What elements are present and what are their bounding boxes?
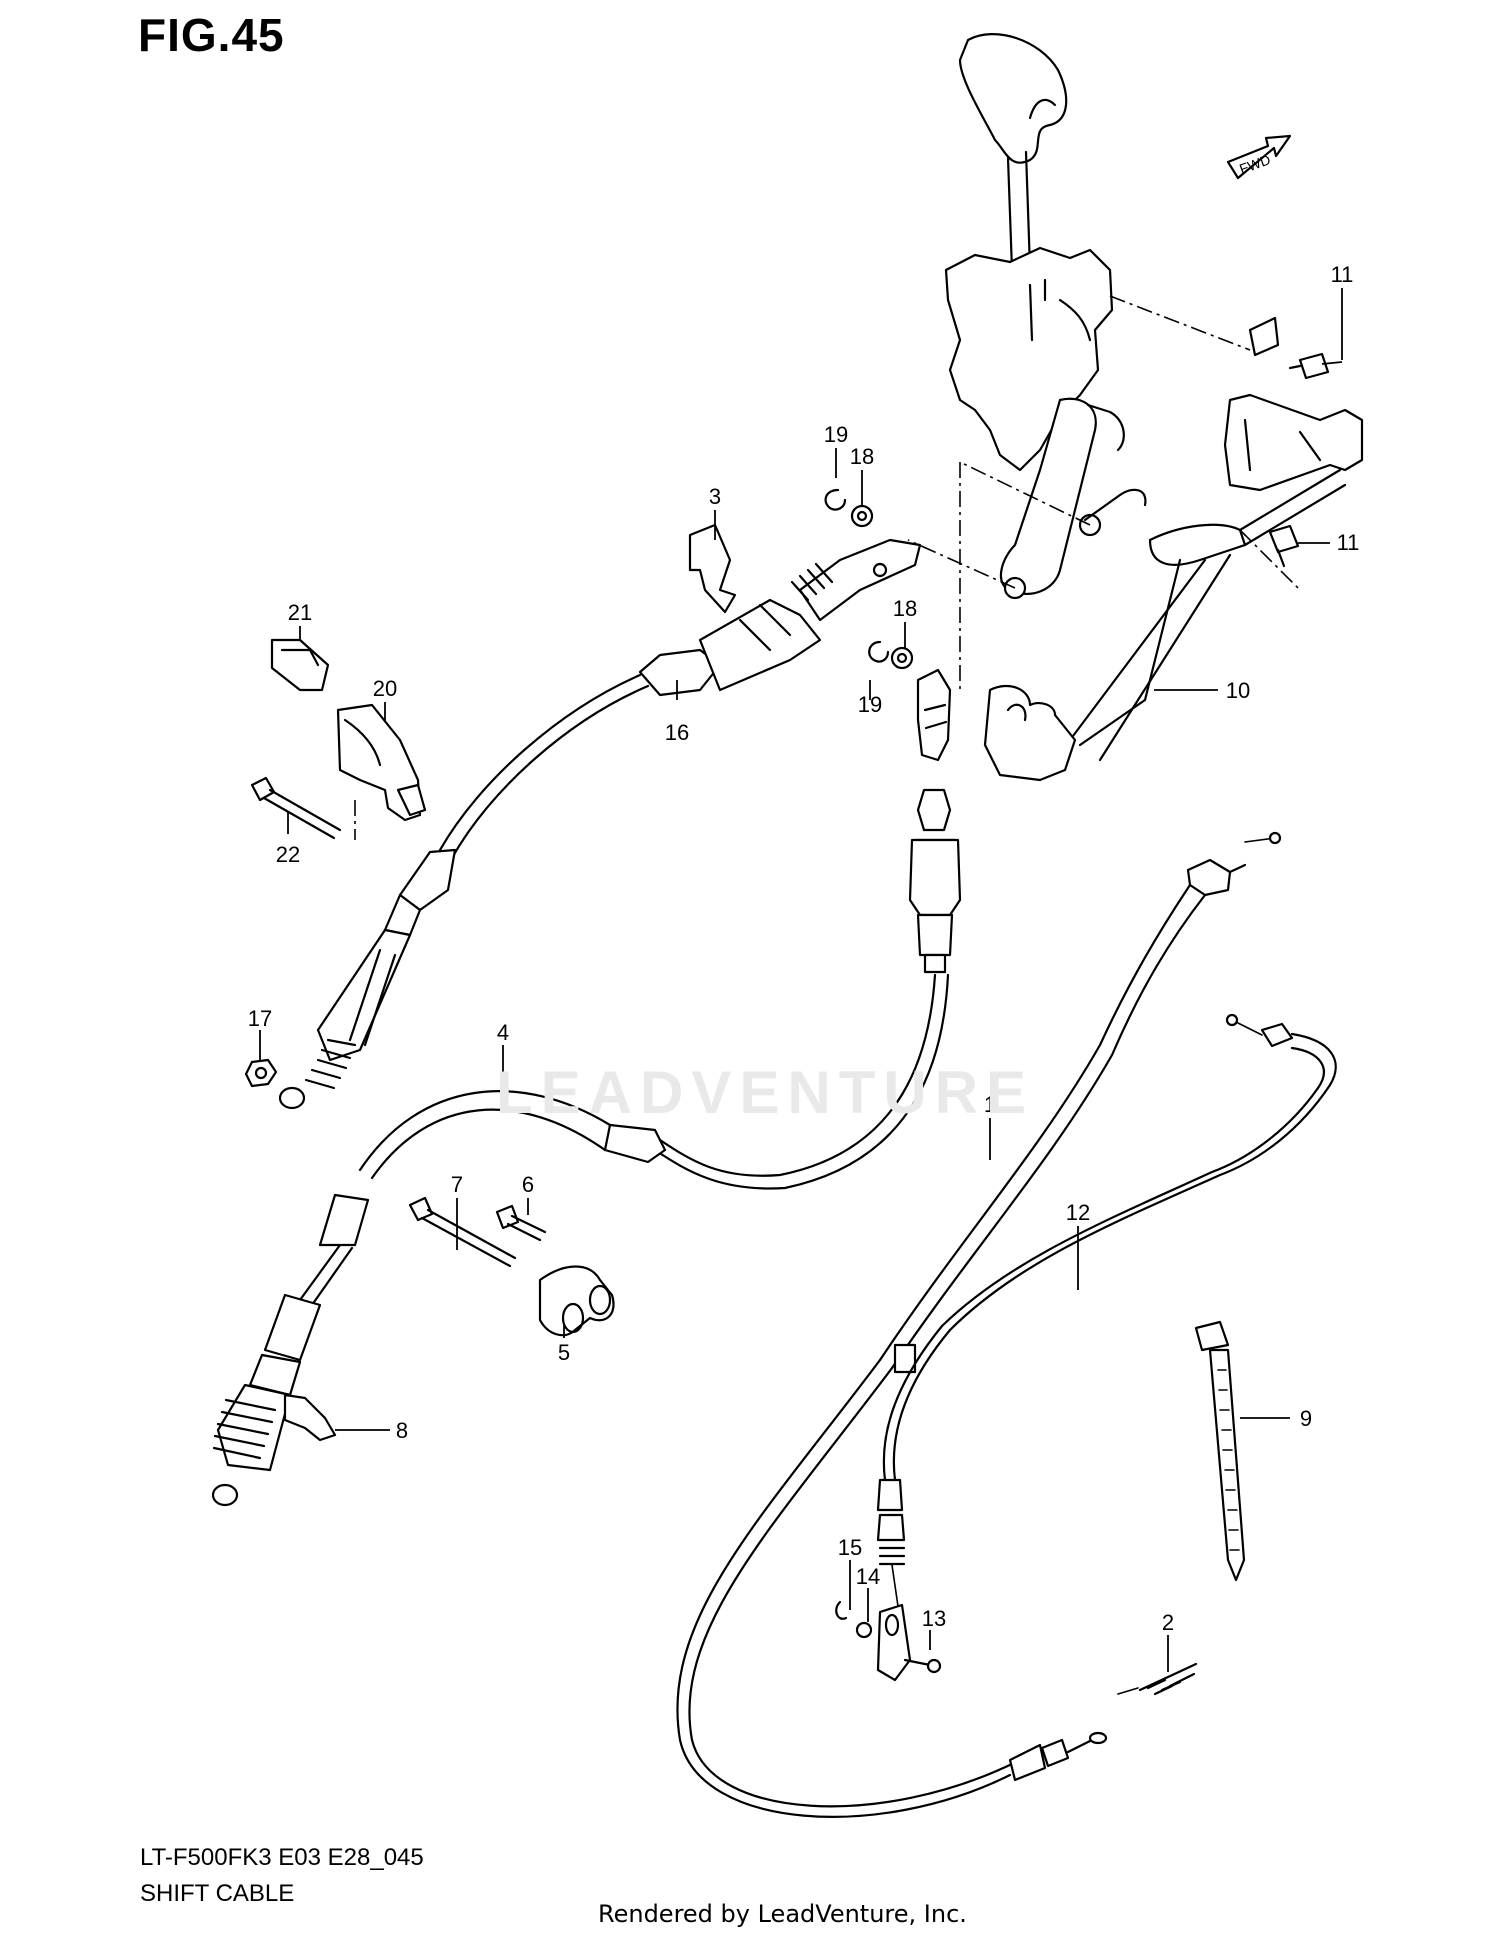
callout-19-upper: 19 (824, 422, 848, 447)
callout-12: 12 (1066, 1200, 1090, 1225)
plate-21 (270, 638, 330, 692)
callout-19-lower: 19 (858, 692, 882, 717)
washer-18-lower (890, 646, 914, 670)
clip-15 (835, 1600, 848, 1620)
figure-name: SHIFT CABLE (140, 1880, 295, 1907)
callout-3: 3 (709, 484, 721, 509)
callout-5: 5 (558, 1340, 570, 1365)
washer-14 (855, 1621, 873, 1639)
callout-labels: 1 2 3 4 5 6 7 8 9 10 11 11 12 13 14 15 1… (248, 262, 1360, 1635)
shift-lever-assembly (907, 33, 1364, 782)
cable-tie-9 (1194, 1320, 1246, 1582)
bolt-6 (495, 1204, 547, 1242)
cable-4 (211, 973, 950, 1507)
model-code: LT-F500FK3 E03 E28_045 (140, 1844, 424, 1871)
bolt-11-lower (1268, 524, 1300, 568)
callout-8: 8 (396, 1418, 408, 1443)
clip-3 (688, 523, 737, 614)
clip-19-lower (868, 640, 890, 663)
callout-11-upper: 11 (1331, 262, 1354, 287)
washer-18-upper (850, 504, 874, 528)
cable-16 (278, 673, 650, 1110)
cable-end-16 (638, 538, 922, 697)
cable-1 (676, 831, 1282, 1818)
cable-end-middle (908, 668, 962, 974)
leader-lines (259, 288, 1343, 1672)
callout-17: 17 (248, 1006, 272, 1031)
clip-8 (283, 1393, 337, 1442)
clip-19-upper (824, 488, 847, 511)
bolt-22 (250, 776, 356, 840)
clamp-5 (538, 1265, 615, 1337)
spring-2 (1117, 1662, 1198, 1696)
bracket-20 (336, 703, 427, 822)
callout-18-lower: 18 (893, 596, 917, 621)
callout-22: 22 (276, 842, 300, 867)
callout-16: 16 (665, 720, 689, 745)
callout-18-upper: 18 (850, 444, 874, 469)
bolt-7 (408, 1196, 517, 1268)
watermark: LEADVENTURE (496, 1059, 1035, 1126)
callout-13: 13 (922, 1606, 946, 1631)
callout-4: 4 (497, 1020, 509, 1045)
bolt-11-upper (1288, 352, 1330, 380)
callout-21: 21 (288, 600, 312, 625)
callout-14: 14 (856, 1564, 880, 1589)
end-link-13 (876, 1603, 942, 1682)
callout-2: 2 (1162, 1610, 1174, 1635)
fwd-arrow-icon: FWD (1226, 134, 1292, 180)
figure-title: FIG.45 (138, 9, 285, 61)
callout-7: 7 (451, 1172, 463, 1197)
callout-9: 9 (1300, 1406, 1312, 1431)
callout-15: 15 (838, 1535, 862, 1560)
rendered-by-credit: Rendered by LeadVenture, Inc. (598, 1900, 967, 1928)
callout-6: 6 (522, 1172, 534, 1197)
cable-12 (876, 1013, 1337, 1621)
callout-11-lower: 11 (1337, 530, 1360, 555)
callout-1: 1 (984, 1092, 996, 1117)
nut-17 (244, 1058, 278, 1088)
callout-10: 10 (1226, 678, 1250, 703)
callout-20: 20 (373, 676, 397, 701)
